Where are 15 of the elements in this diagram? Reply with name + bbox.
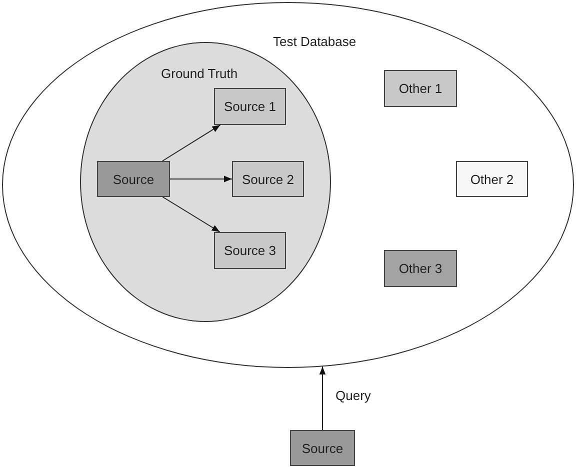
arrow <box>319 366 326 430</box>
item-box: Source <box>290 430 355 466</box>
item-box: Source <box>97 161 170 197</box>
item-box: Source 1 <box>214 88 286 125</box>
set-heading: Test Database <box>273 34 356 49</box>
item-box: Other 2 <box>456 161 528 197</box>
item-box: Other 3 <box>384 250 457 287</box>
item-box: Other 1 <box>384 70 457 107</box>
arrow <box>170 176 232 182</box>
arrow <box>162 196 220 232</box>
edge-label: Query <box>334 388 372 404</box>
item-box: Source 2 <box>232 161 304 197</box>
item-box: Source 3 <box>214 232 286 269</box>
arrow <box>162 124 221 162</box>
set-heading: Ground Truth <box>161 66 238 81</box>
